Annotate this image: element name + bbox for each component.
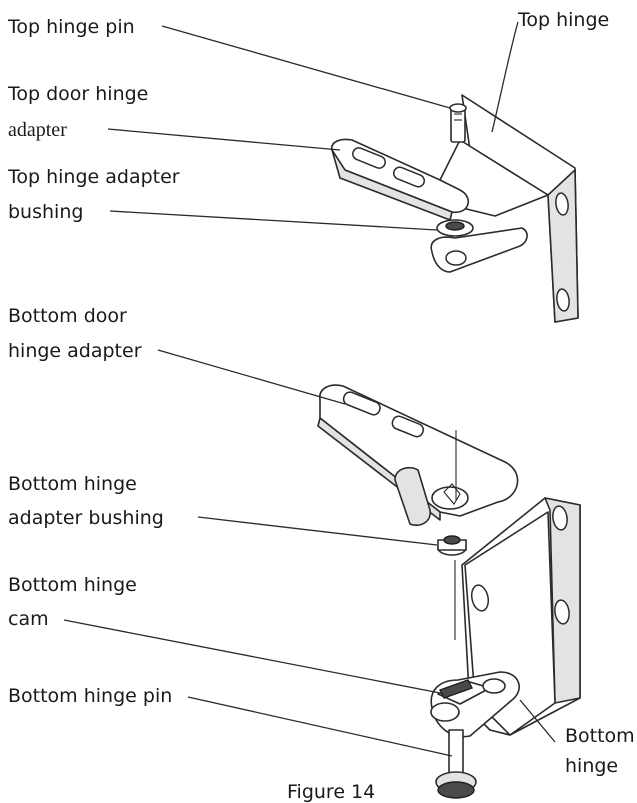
label-top-door-hinge-adapter-line1: Top door hinge (7, 83, 148, 105)
bottom-door-hinge-adapter (317, 384, 519, 526)
bottom-hinge (430, 497, 581, 738)
label-bottom-hinge-adapter-bushing-line1: Bottom hinge (8, 473, 137, 495)
label-bottom-hinge-cam-line2: cam (8, 608, 49, 630)
label-top-hinge: Top hinge (517, 9, 609, 31)
leader-bottom-hinge-pin (187, 696, 453, 757)
top-hinge-pin (449, 103, 467, 143)
top-hinge-adapter-bushing (436, 219, 474, 237)
bottom-hinge-pin (435, 729, 477, 799)
leader-top-hinge-adapter-bushing (109, 210, 438, 231)
leader-bottom-door-hinge-adapter (157, 349, 346, 405)
label-bottom-hinge-adapter-bushing-line2: adapter bushing (8, 507, 164, 529)
label-bottom-hinge-line2: hinge (565, 755, 618, 777)
label-top-door-hinge-adapter-line2: adapter (8, 119, 67, 141)
leader-top-hinge-pin (161, 25, 451, 109)
leader-bottom-hinge-adapter-bushing (197, 516, 438, 546)
leader-bottom-hinge (519, 699, 556, 743)
leader-top-door-hinge-adapter (107, 128, 341, 151)
label-bottom-hinge-line1: Bottom (565, 725, 635, 747)
label-top-hinge-pin: Top hinge pin (7, 16, 135, 38)
label-bottom-hinge-pin: Bottom hinge pin (8, 685, 172, 707)
leader-bottom-hinge-cam (63, 619, 441, 694)
bottom-hinge-cam (430, 678, 506, 722)
bottom-hinge-assembly (317, 384, 581, 799)
figure-caption: Figure 14 (287, 781, 375, 803)
label-bottom-door-hinge-adapter-line2: hinge adapter (8, 340, 142, 362)
leader-top-hinge (491, 21, 519, 133)
label-top-hinge-adapter-bushing-line2: bushing (8, 201, 83, 223)
top-hinge-lower-plate (430, 227, 528, 273)
labels: Top hinge pin Top hinge Top door hinge a… (7, 9, 635, 803)
leader-lines (63, 21, 556, 757)
label-top-hinge-adapter-bushing-line1: Top hinge adapter (7, 166, 180, 188)
top-door-hinge-adapter (330, 138, 470, 221)
label-bottom-door-hinge-adapter-line1: Bottom door (8, 305, 127, 327)
label-bottom-hinge-cam-line1: Bottom hinge (8, 574, 137, 596)
bottom-hinge-adapter-bushing (437, 535, 467, 640)
top-hinge-assembly (330, 94, 579, 323)
